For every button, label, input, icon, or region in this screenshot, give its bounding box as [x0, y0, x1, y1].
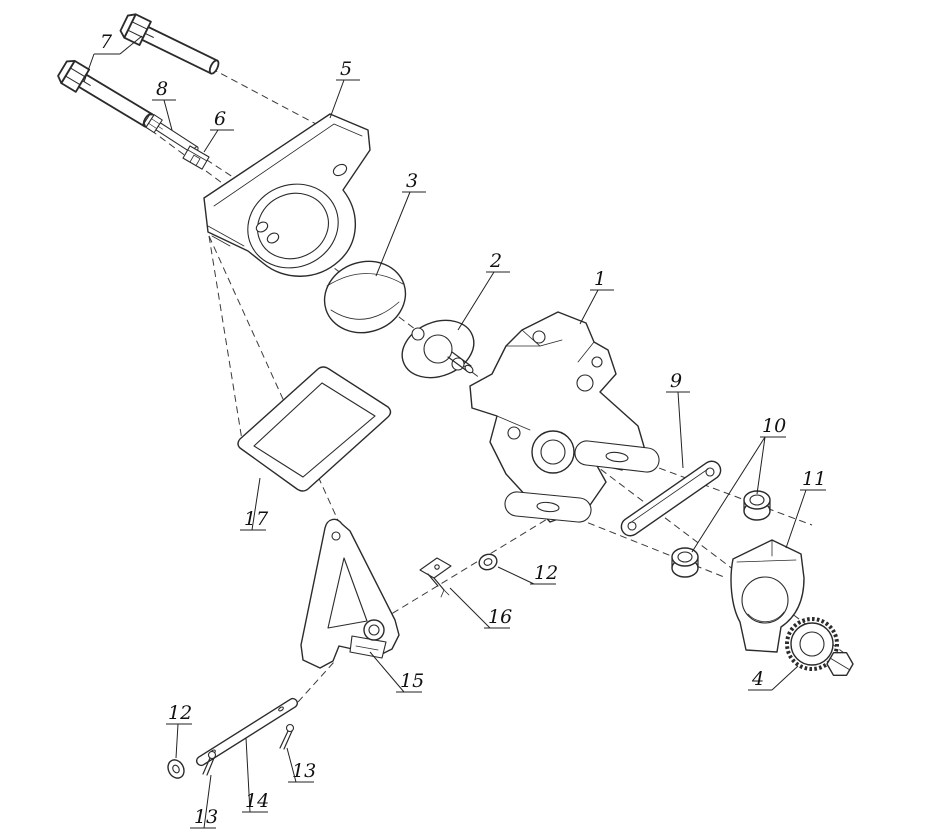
callout-15: 15 [400, 670, 424, 692]
leader-9 [666, 391, 690, 469]
leader-3 [375, 191, 426, 277]
leader-15 [369, 651, 422, 693]
leader-12-right [497, 566, 556, 585]
part-11-retainer-bracket [730, 539, 805, 653]
part-4-bolt-serrated-washer [785, 617, 854, 676]
callout-16: 16 [488, 606, 512, 628]
callout-17: 17 [244, 508, 269, 530]
part-13-cotter-pin-left [202, 750, 217, 776]
leader-14 [242, 737, 268, 813]
leader-17 [240, 477, 266, 531]
part-12-washer-right [478, 553, 498, 571]
callout-4: 4 [751, 668, 764, 690]
callout-14: 14 [245, 790, 269, 812]
callout-1: 1 [594, 268, 606, 290]
leader-2 [457, 271, 510, 331]
parts-layer [54, 10, 854, 779]
leader-6 [203, 129, 234, 153]
part-10-flange-nut-b [671, 547, 699, 578]
part-7-hex-bolt-b [54, 56, 159, 135]
leader-16 [449, 587, 510, 629]
part-3-cushion-dome [323, 260, 407, 334]
part-9-strap-plate [620, 460, 722, 537]
callout-7: 7 [100, 31, 113, 53]
leader-7 [83, 35, 143, 83]
callouts-layer: 7 8 6 5 3 2 1 9 10 11 12 16 15 4 17 12 1 [83, 31, 826, 829]
leader-8 [152, 99, 176, 131]
leader-13-left [190, 774, 216, 829]
callout-13-left: 13 [194, 806, 218, 828]
leader-1 [579, 289, 614, 325]
part-17-frame-gasket [237, 366, 392, 492]
callout-3: 3 [406, 170, 418, 192]
part-15-lever-bracket [300, 518, 400, 669]
part-13-cotter-pin-right [279, 723, 295, 750]
part-5-clamp-bracket [203, 113, 371, 277]
callout-9: 9 [670, 370, 682, 392]
callout-5: 5 [340, 58, 352, 80]
leader-12-left [166, 723, 192, 759]
part-14-rod [196, 697, 298, 767]
leader-11 [785, 489, 826, 549]
part-16-spring-clip [419, 557, 452, 598]
part-10-flange-nut-a [743, 490, 771, 521]
callout-12-left: 12 [168, 702, 192, 724]
callout-12-right: 12 [534, 562, 558, 584]
leader-4 [748, 665, 799, 691]
part-6-clamp-nut [182, 145, 210, 170]
callout-11: 11 [802, 468, 826, 490]
callout-8: 8 [156, 78, 168, 100]
part-7-hex-bolt-a [117, 10, 224, 82]
leader-13-right [286, 747, 314, 783]
assembly-axis-bracket-to-frame [208, 235, 243, 441]
callout-13-right: 13 [292, 760, 316, 782]
assembly-axis-rod [297, 661, 335, 703]
part-1-main-bracket [469, 311, 660, 523]
callout-10: 10 [762, 415, 786, 437]
callout-2: 2 [489, 250, 502, 272]
part-12-washer-left [167, 759, 185, 779]
callout-6: 6 [214, 108, 226, 130]
leader-5 [329, 79, 360, 119]
leader-10 [691, 436, 786, 553]
part-2-flanged-mount [401, 319, 475, 379]
